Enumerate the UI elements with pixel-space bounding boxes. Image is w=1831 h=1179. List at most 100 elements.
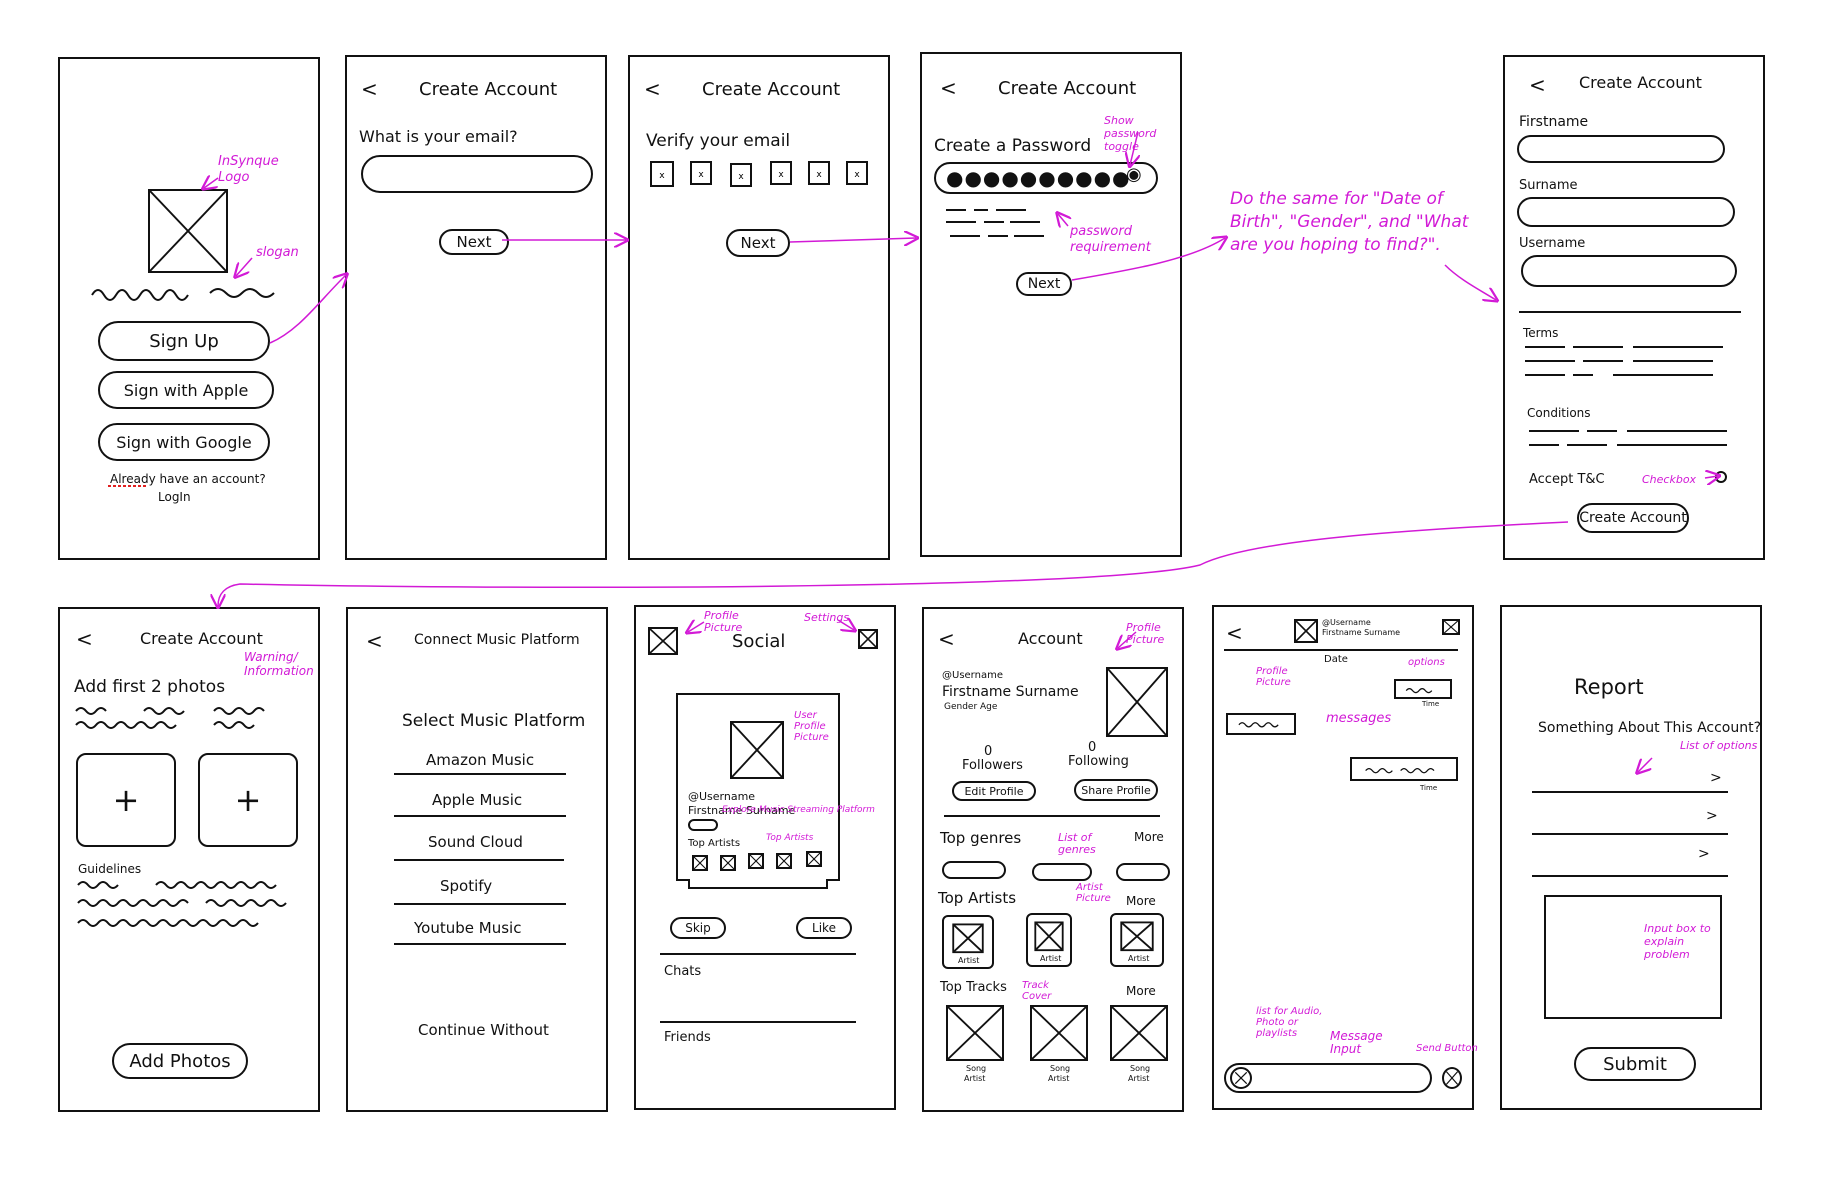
friends-label[interactable]: Friends bbox=[664, 1030, 711, 1045]
note-artist-picture: Artist Picture bbox=[1076, 882, 1111, 904]
password-input[interactable]: ●●●●●●●●●● bbox=[934, 162, 1158, 194]
photo-slot-1[interactable]: + bbox=[76, 753, 176, 847]
top-artists-label: Top Artists bbox=[938, 889, 1017, 907]
login-link[interactable]: LogIn bbox=[158, 490, 191, 504]
note-account-profile: Profile Picture bbox=[1126, 621, 1165, 647]
send-icon[interactable] bbox=[1442, 1067, 1462, 1089]
settings-icon[interactable] bbox=[858, 629, 878, 649]
surname-input[interactable] bbox=[1517, 197, 1735, 227]
followers-label[interactable]: Followers bbox=[962, 758, 1023, 773]
back-icon[interactable]: < bbox=[940, 76, 957, 100]
back-icon[interactable]: < bbox=[366, 629, 383, 653]
password-requirement-scribble bbox=[946, 209, 1044, 237]
sign-with-google-button[interactable]: Sign with Google bbox=[98, 423, 270, 461]
username-input[interactable] bbox=[1521, 255, 1737, 287]
artists-more-link[interactable]: More bbox=[1126, 894, 1156, 908]
code-digit-5[interactable]: x bbox=[808, 161, 830, 185]
submit-button[interactable]: Submit bbox=[1574, 1047, 1696, 1081]
sign-with-apple-button[interactable]: Sign with Apple bbox=[98, 371, 274, 409]
chat-username: @Username bbox=[1322, 618, 1371, 627]
sign-up-button[interactable]: Sign Up bbox=[98, 321, 270, 361]
chat-date: Date bbox=[1324, 654, 1348, 665]
message-input[interactable] bbox=[1224, 1063, 1432, 1093]
screen-title: Create Account bbox=[702, 79, 841, 100]
eye-toggle-icon[interactable]: ◉ bbox=[1126, 164, 1142, 185]
platform-youtube[interactable]: Youtube Music bbox=[414, 919, 522, 937]
artist-card-3[interactable]: Artist bbox=[1110, 913, 1164, 967]
code-digit-6[interactable]: x bbox=[846, 161, 868, 185]
chevron-right-icon[interactable]: > bbox=[1706, 808, 1718, 824]
like-button[interactable]: Like bbox=[796, 917, 852, 939]
back-icon[interactable]: < bbox=[1226, 621, 1243, 645]
artist-thumb-2 bbox=[720, 855, 736, 871]
tracks-more-link[interactable]: More bbox=[1126, 984, 1156, 998]
chevron-right-icon[interactable]: > bbox=[1710, 770, 1722, 786]
attach-icon[interactable] bbox=[1230, 1067, 1252, 1089]
screen-title: Create Account bbox=[419, 79, 558, 100]
continue-without-link[interactable]: Continue Without bbox=[418, 1021, 549, 1039]
platform-soundcloud[interactable]: Sound Cloud bbox=[428, 833, 523, 851]
option-row-1[interactable] bbox=[1532, 791, 1728, 793]
chevron-right-icon[interactable]: > bbox=[1698, 846, 1710, 862]
skip-button[interactable]: Skip bbox=[670, 917, 726, 939]
genres-more-link[interactable]: More bbox=[1134, 830, 1164, 844]
chat-fullname: Firstname Surname bbox=[1322, 628, 1401, 637]
artist-name: Artist bbox=[958, 956, 980, 965]
options-icon[interactable] bbox=[1442, 619, 1460, 635]
followers-count: 0 bbox=[984, 744, 993, 759]
photo-slot-2[interactable]: + bbox=[198, 753, 298, 847]
divider bbox=[394, 815, 566, 817]
code-digit-2[interactable]: x bbox=[690, 161, 712, 185]
account-fullname: Firstname Surname bbox=[942, 684, 1079, 700]
chats-label[interactable]: Chats bbox=[664, 964, 702, 979]
back-icon[interactable]: < bbox=[76, 627, 93, 651]
firstname-input[interactable] bbox=[1517, 135, 1725, 163]
email-input[interactable] bbox=[361, 155, 593, 193]
following-label[interactable]: Following bbox=[1068, 754, 1129, 769]
code-digit-1[interactable]: x bbox=[650, 161, 674, 187]
back-icon[interactable]: < bbox=[644, 77, 661, 101]
next-button[interactable]: Next bbox=[1016, 272, 1072, 296]
code-digit-3[interactable]: x bbox=[730, 163, 752, 187]
next-button[interactable]: Next bbox=[726, 229, 790, 257]
screen-account: < Account @Username Firstname Surname Ge… bbox=[922, 607, 1184, 1112]
accept-checkbox[interactable] bbox=[1715, 471, 1727, 483]
top-genres-label: Top genres bbox=[940, 829, 1022, 847]
profile-picture-icon[interactable] bbox=[648, 627, 678, 655]
add-photos-button[interactable]: Add Photos bbox=[112, 1043, 248, 1079]
genre-chip-2[interactable] bbox=[1032, 863, 1092, 881]
chat-avatar[interactable] bbox=[1294, 619, 1318, 643]
divider bbox=[394, 773, 566, 775]
screen-email: < Create Account What is your email? Nex… bbox=[345, 55, 607, 560]
next-button[interactable]: Next bbox=[439, 229, 509, 255]
track-cover-2[interactable] bbox=[1030, 1005, 1088, 1061]
genre-chip-1[interactable] bbox=[942, 861, 1006, 879]
message-time-1: Time bbox=[1422, 700, 1440, 708]
back-icon[interactable]: < bbox=[361, 77, 378, 101]
create-account-button[interactable]: Create Account bbox=[1577, 503, 1689, 533]
platform-spotify[interactable]: Spotify bbox=[440, 877, 493, 895]
note-track-cover: Track Cover bbox=[1022, 980, 1052, 1002]
message-bubble-received-1 bbox=[1226, 713, 1296, 735]
share-profile-button[interactable]: Share Profile bbox=[1074, 779, 1158, 801]
profile-card[interactable]: @Username Firstname Surname Top Artists bbox=[676, 693, 840, 881]
svg-text:x: x bbox=[738, 172, 744, 182]
back-icon[interactable]: < bbox=[938, 627, 955, 651]
report-textarea[interactable] bbox=[1544, 895, 1722, 1019]
track-cover-1[interactable] bbox=[946, 1005, 1004, 1061]
svg-text:x: x bbox=[816, 170, 822, 180]
platform-apple[interactable]: Apple Music bbox=[432, 791, 523, 809]
account-profile-picture bbox=[1106, 667, 1168, 737]
platform-amazon[interactable]: Amazon Music bbox=[426, 751, 535, 769]
artist-thumb-5 bbox=[806, 851, 822, 867]
artist-card-1[interactable]: Artist bbox=[942, 915, 994, 969]
back-icon[interactable]: < bbox=[1529, 73, 1546, 97]
track-cover-3[interactable] bbox=[1110, 1005, 1168, 1061]
edit-profile-button[interactable]: Edit Profile bbox=[952, 781, 1036, 801]
note-warning: Warning/ Information bbox=[244, 650, 314, 679]
artist-card-2[interactable]: Artist bbox=[1026, 913, 1072, 967]
code-digit-4[interactable]: x bbox=[770, 161, 792, 185]
option-row-2[interactable] bbox=[1532, 833, 1728, 835]
option-row-3[interactable] bbox=[1532, 875, 1728, 877]
genre-chip-3[interactable] bbox=[1116, 863, 1170, 881]
